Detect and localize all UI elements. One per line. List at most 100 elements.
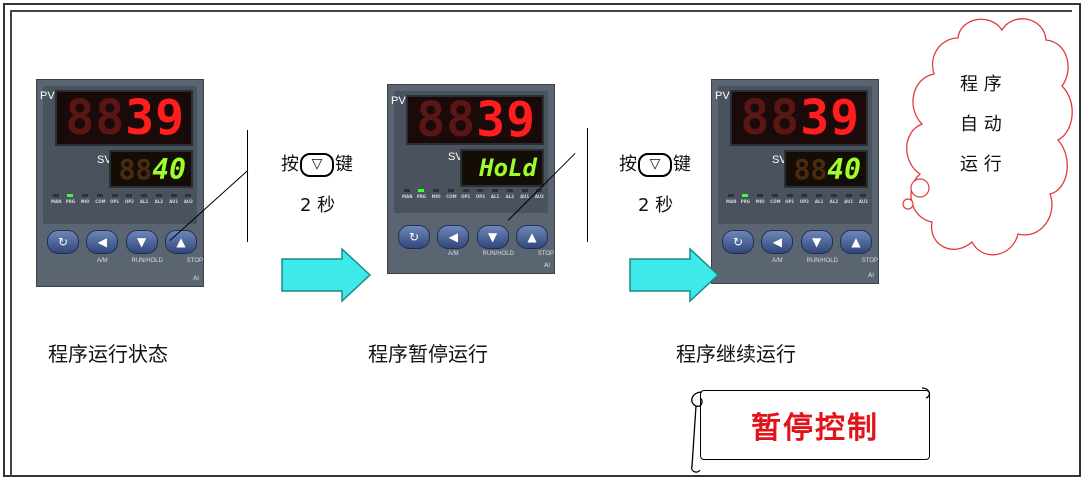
cloud-line-3: 运 行 — [960, 154, 1002, 175]
caption-resumed: 程序继续运行 — [676, 342, 796, 366]
pv-ghost-digits: 88 — [740, 90, 801, 146]
led-mio: MIO — [756, 194, 765, 208]
right-arrow-icon — [281, 247, 372, 303]
controller-2: PV 88 39 SV HoLd MAN PRG MIO COM OP1 OP2… — [387, 84, 555, 274]
pv-value: 39 — [125, 90, 185, 146]
down-key-icon: ▽ — [300, 153, 334, 177]
pv-value: 39 — [800, 90, 860, 146]
led-al1: AL1 — [491, 189, 500, 203]
led-com: COM — [770, 194, 781, 208]
led-au1: AU1 — [169, 194, 178, 208]
led-op1: OP1 — [110, 194, 119, 208]
pv-ghost-digits: 88 — [416, 92, 477, 148]
led-au2: AU2 — [184, 194, 193, 208]
cycle-icon[interactable]: ↻ — [47, 230, 79, 254]
sv-label: SV — [97, 154, 112, 166]
led-op1: OP1 — [785, 194, 794, 208]
pv-ghost-digits: 88 — [65, 90, 126, 146]
left-arrow-icon[interactable]: ◀ — [437, 225, 470, 249]
caption-running: 程序运行状态 — [48, 342, 168, 366]
cycle-icon[interactable]: ↻ — [722, 230, 754, 254]
led-op2: OP2 — [476, 189, 485, 203]
led-row: MAN PRG MIO COM OP1 OP2 AL1 AL2 AU1 AU2 — [51, 194, 193, 208]
led-prg: PRG — [66, 194, 75, 208]
led-al2: AL2 — [829, 194, 838, 208]
led-al1: AL1 — [815, 194, 824, 208]
hint-duration: 2 秒 — [300, 195, 336, 216]
sv-value: 40 — [827, 152, 861, 186]
up-arrow-icon[interactable]: ▲ — [839, 230, 872, 254]
led-au2: AU2 — [535, 189, 544, 203]
up-arrow-icon[interactable]: ▲ — [515, 225, 548, 249]
pv-display: 88 39 — [730, 90, 868, 146]
led-prg: PRG — [741, 194, 750, 208]
led-com: COM — [446, 189, 457, 203]
cloud-line-2: 自 动 — [960, 114, 1002, 135]
sv-ghost-digits: 88 — [793, 152, 828, 186]
led-al2: AL2 — [505, 189, 514, 203]
led-prg: PRG — [417, 189, 426, 203]
pv-label: PV — [40, 90, 55, 102]
pv-value: 39 — [476, 92, 536, 148]
scroll-curl-icon — [691, 387, 931, 473]
led-mio: MIO — [81, 194, 90, 208]
hint-duration: 2 秒 — [638, 195, 674, 216]
down-arrow-icon[interactable]: ▼ — [476, 225, 509, 249]
button-row: ↻ ◀ ▼ ▲ — [47, 230, 197, 258]
hint-press-key: 按▽键 — [281, 153, 353, 177]
model-mark: AI — [544, 262, 550, 269]
led-al2: AL2 — [154, 194, 163, 208]
right-arrow-icon — [629, 247, 720, 303]
sv-label: SV — [448, 151, 463, 163]
down-key-icon: ▽ — [638, 153, 672, 177]
down-arrow-icon[interactable]: ▼ — [125, 230, 158, 254]
sv-display: 88 40 — [784, 150, 868, 188]
led-al1: AL1 — [140, 194, 149, 208]
callout-line — [247, 130, 248, 242]
led-op1: OP1 — [461, 189, 470, 203]
pv-display: 88 39 — [55, 90, 193, 146]
led-mio: MIO — [432, 189, 441, 203]
led-op2: OP2 — [800, 194, 809, 208]
sv-label: SV — [772, 154, 787, 166]
sv-value: 40 — [152, 152, 186, 186]
sv-display: 88 40 — [109, 150, 193, 188]
controller-3: PV 88 39 SV 88 40 MAN PRG MIO COM OP1 OP… — [711, 79, 879, 284]
inner-frame — [10, 10, 1072, 477]
thought-cloud-icon — [902, 18, 1073, 256]
led-man: MAN — [726, 194, 736, 208]
sv-display: HoLd — [460, 149, 544, 187]
hint-press-key: 按▽键 — [619, 153, 691, 177]
title-text: 暂停控制 — [751, 411, 879, 446]
outer-frame — [3, 3, 1081, 477]
pv-display: 88 39 — [406, 92, 544, 148]
led-op2: OP2 — [125, 194, 134, 208]
pv-label: PV — [391, 95, 406, 107]
title-banner: 暂停控制 — [700, 390, 930, 460]
led-man: MAN — [51, 194, 61, 208]
model-mark: AI — [868, 272, 874, 279]
cloud-line-1: 程 序 — [960, 74, 1002, 95]
led-man: MAN — [402, 189, 412, 203]
left-arrow-icon[interactable]: ◀ — [761, 230, 794, 254]
sv-ghost-digits: 88 — [118, 152, 153, 186]
led-com: COM — [95, 194, 106, 208]
left-arrow-icon[interactable]: ◀ — [86, 230, 119, 254]
controller-1: PV 88 39 SV 88 40 MAN PRG MIO COM OP1 OP… — [36, 79, 204, 287]
button-row: ↻ ◀ ▼ ▲ — [398, 225, 548, 253]
up-arrow-icon[interactable]: ▲ — [164, 230, 197, 254]
led-au1: AU1 — [844, 194, 853, 208]
led-au1: AU1 — [520, 189, 529, 203]
callout-line — [587, 128, 588, 242]
led-row: MAN PRG MIO COM OP1 OP2 AL1 AL2 AU1 AU2 — [726, 194, 868, 208]
caption-paused: 程序暂停运行 — [368, 342, 488, 366]
down-arrow-icon[interactable]: ▼ — [800, 230, 833, 254]
button-row: ↻ ◀ ▼ ▲ — [722, 230, 872, 258]
led-row: MAN PRG MIO COM OP1 OP2 AL1 AL2 AU1 AU2 — [402, 189, 544, 203]
led-au2: AU2 — [859, 194, 868, 208]
cycle-icon[interactable]: ↻ — [398, 225, 430, 249]
pv-label: PV — [715, 90, 730, 102]
